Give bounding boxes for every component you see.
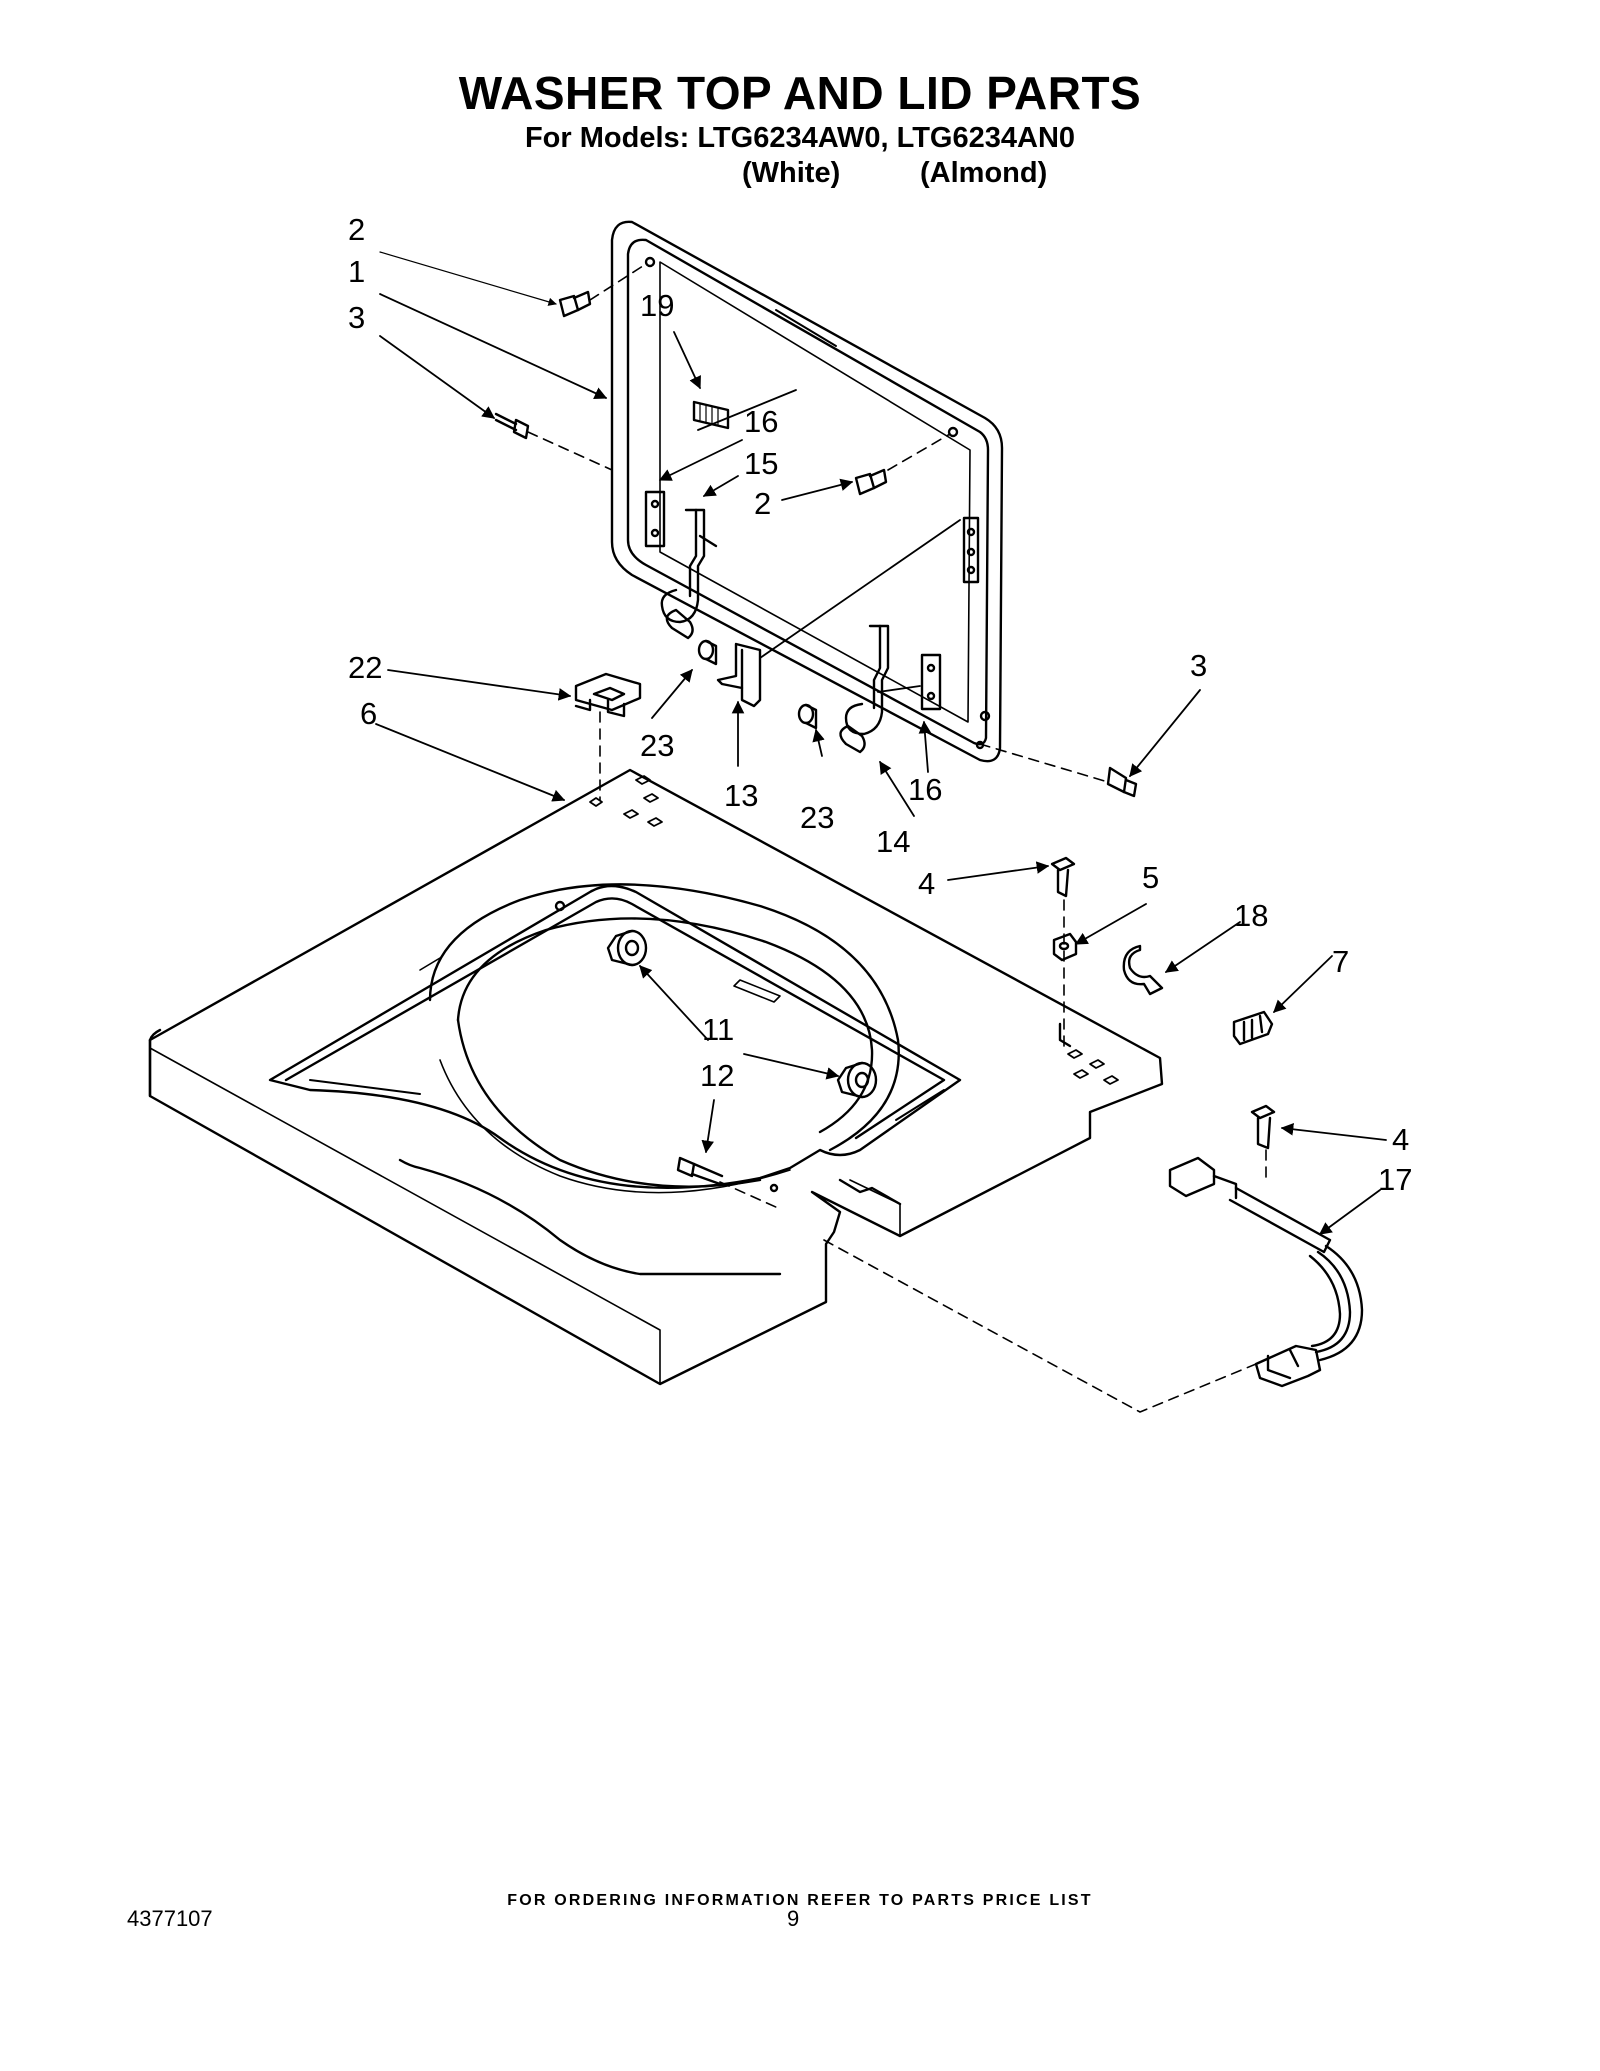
hinge-plate-left bbox=[644, 490, 666, 548]
callout-label: 12 bbox=[700, 1058, 734, 1093]
callout-label: 6 bbox=[360, 696, 377, 731]
hinge-plate-frame-right bbox=[962, 516, 980, 584]
spacer-left bbox=[697, 639, 718, 666]
color-white-label: (White) bbox=[742, 157, 841, 189]
callout-label: 2 bbox=[754, 486, 771, 521]
lid-switch-bracket bbox=[574, 672, 642, 718]
assembly-guide-lines bbox=[527, 263, 1267, 1413]
washer-top-square-holes bbox=[589, 775, 1119, 1085]
color-almond-label: (Almond) bbox=[920, 157, 1048, 189]
washer-top-panel bbox=[148, 768, 1164, 1386]
lid-bumper-middle bbox=[854, 468, 888, 496]
callout-label: 14 bbox=[876, 824, 910, 859]
wire-clip bbox=[1122, 944, 1164, 996]
callout-label: 7 bbox=[1332, 944, 1349, 979]
lid-hinge-right bbox=[844, 624, 890, 736]
ordering-note: FOR ORDERING INFORMATION REFER TO PARTS … bbox=[507, 1892, 1093, 1909]
callout-label: 4 bbox=[1392, 1122, 1409, 1157]
tub-opening bbox=[268, 883, 962, 1194]
screw-right bbox=[1106, 766, 1138, 798]
callout-label: 5 bbox=[1142, 860, 1159, 895]
switch-retainer bbox=[1232, 1010, 1274, 1046]
callout-label: 16 bbox=[744, 404, 778, 439]
page-number: 9 bbox=[787, 1906, 800, 1931]
callout-label: 3 bbox=[1190, 648, 1207, 683]
screw-upper-left bbox=[494, 412, 530, 440]
document-number: 4377107 bbox=[127, 1906, 213, 1931]
callout-label: 4 bbox=[918, 866, 935, 901]
callout-label: 1 bbox=[348, 254, 365, 289]
hinge-plate-right bbox=[920, 653, 942, 711]
callout-label: 16 bbox=[908, 772, 942, 807]
lid-frame bbox=[610, 220, 1004, 763]
lid-switch-harness bbox=[1168, 1156, 1364, 1388]
spacer-right bbox=[797, 703, 818, 730]
lid-stop bbox=[716, 642, 762, 708]
callout-label: 22 bbox=[348, 650, 382, 685]
hinge-pin-left bbox=[665, 608, 694, 640]
callout-label: 2 bbox=[348, 212, 365, 247]
lid-hinge-left bbox=[660, 508, 718, 624]
callout-label: 3 bbox=[348, 300, 365, 335]
tub-cover-bumper-left bbox=[606, 929, 648, 967]
callout-label: 19 bbox=[640, 288, 674, 323]
lid-label bbox=[692, 400, 730, 430]
callout-label: 13 bbox=[724, 778, 758, 813]
screw-switch-lower bbox=[1250, 1104, 1276, 1150]
models-line: For Models: LTG6234AW0, LTG6234AN0 bbox=[524, 122, 1076, 154]
lid-bumper-upper bbox=[558, 290, 592, 318]
tub-screw bbox=[676, 1156, 724, 1186]
callout-numbers: 2 1 3 19 16 15 2 22 6 23 13 23 14 16 3 4… bbox=[348, 212, 1412, 1197]
page-title: WASHER TOP AND LID PARTS bbox=[458, 67, 1142, 119]
speed-nut bbox=[1052, 932, 1078, 962]
callout-label: 17 bbox=[1378, 1162, 1412, 1197]
exploded-parts-diagram: 2 1 3 19 16 15 2 22 6 23 13 23 14 16 3 4… bbox=[148, 212, 1412, 1413]
tub-cover-bumper-right bbox=[836, 1061, 878, 1099]
callout-leaders bbox=[375, 251, 1387, 1235]
callout-label: 23 bbox=[800, 800, 834, 835]
hinge-pin-right bbox=[839, 724, 866, 754]
callout-label: 11 bbox=[702, 1012, 734, 1047]
callout-label: 15 bbox=[744, 446, 778, 481]
screw-switch-upper bbox=[1050, 856, 1076, 898]
callout-label: 23 bbox=[640, 728, 674, 763]
callout-label: 18 bbox=[1234, 898, 1268, 933]
